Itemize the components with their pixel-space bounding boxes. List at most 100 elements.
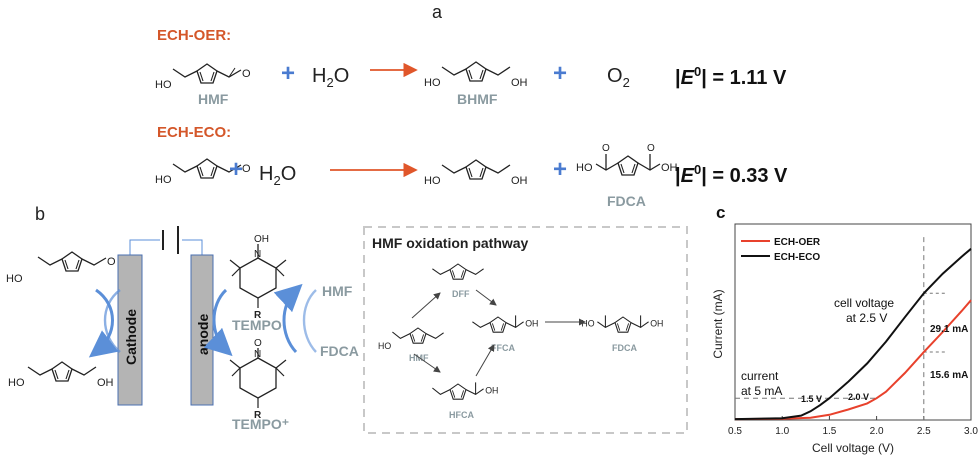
plus-sign: +	[229, 156, 243, 183]
plot-frame	[734, 223, 972, 421]
annotation-15-ma: 15.6 mA	[930, 370, 968, 381]
tempo-structure: OH N R	[229, 234, 287, 321]
current-voltage-chart: 0.5 1.0 1.5 2.0 2.5 3.0 Cell voltage (V) Curr…	[711, 223, 978, 455]
svg-text:HO: HO	[8, 377, 25, 389]
bhmf-label: BHMF	[457, 91, 498, 107]
reduction-arrow	[88, 288, 119, 358]
e0-oer: |E0| = 1.11 V	[675, 64, 787, 89]
svg-text:HO: HO	[424, 175, 441, 187]
svg-text:OH: OH	[254, 234, 269, 245]
bhmf-structure-b: HO OH	[8, 361, 114, 389]
oxidation-arrow	[203, 288, 233, 357]
fdca-structure: O O HO OH	[576, 143, 678, 176]
x-tick-label: 2.5	[917, 426, 931, 437]
cathode-electrode	[117, 254, 143, 406]
plus-sign: +	[553, 156, 567, 183]
svg-text:R: R	[254, 310, 262, 321]
svg-text:OH: OH	[485, 386, 498, 396]
plus-sign: +	[553, 60, 567, 87]
pathway-hfca: OH	[432, 382, 498, 400]
pathway-arrows	[411, 289, 586, 377]
tempo-plus-structure: O N R	[229, 338, 287, 421]
ech-oer-label: ECH-OER:	[157, 27, 231, 44]
svg-text:N: N	[254, 249, 261, 260]
pathway-ffca-label: FFCA	[491, 343, 515, 353]
pathway-hmf: HO	[378, 327, 444, 351]
plus-sign: +	[281, 60, 295, 87]
svg-text:N: N	[254, 349, 261, 360]
svg-text:HO: HO	[576, 162, 593, 174]
water-label-2: H2O	[259, 163, 296, 188]
ech-eco-label: ECH-ECO:	[157, 124, 231, 141]
x-tick-label: 1.5	[822, 426, 836, 437]
pathway-fdca: HO OH	[581, 315, 663, 333]
bhmf-structure: HO OH	[424, 61, 528, 89]
hmf-label: HMF	[198, 91, 229, 107]
svg-text:HO: HO	[378, 341, 391, 351]
pathway-fdca-label: FDCA	[612, 343, 637, 353]
svg-text:OH: OH	[511, 175, 528, 187]
y-axis-label: Current (mA)	[711, 289, 725, 358]
hmf-label-b: HMF	[322, 283, 353, 299]
tempo-plus-label: TEMPO⁺	[232, 416, 289, 432]
legend-oer: ECH-OER	[774, 237, 821, 248]
x-tick-label: 3.0	[964, 426, 978, 437]
svg-text:OH: OH	[650, 319, 663, 329]
oxygen-label: O2	[607, 65, 630, 90]
svg-text:HO: HO	[155, 79, 172, 91]
annotation-current: current	[741, 369, 779, 383]
oxidation-arrow	[302, 289, 317, 353]
svg-text:OH: OH	[97, 377, 114, 389]
hmf-structure-2: HO O	[155, 158, 251, 186]
x-tick-label: 2.0	[870, 426, 884, 437]
pathway-dff-label: DFF	[452, 289, 470, 299]
oxidation-arrow	[273, 283, 303, 354]
pathway-dff	[432, 263, 484, 280]
e0-eco: |E0| = 0.33 V	[675, 162, 788, 187]
pathway-hfca-label: HFCA	[449, 410, 474, 420]
svg-text:O: O	[107, 256, 116, 268]
svg-text:OH: OH	[511, 77, 528, 89]
bhmf-structure-2: HO OH	[424, 159, 528, 187]
svg-text:HO: HO	[6, 273, 23, 285]
cathode-label: Cathode	[123, 309, 139, 365]
svg-text:OH: OH	[661, 162, 678, 174]
fdca-label-b: FDCA	[320, 343, 359, 359]
svg-text:HO: HO	[424, 77, 441, 89]
series-ech-oer	[734, 299, 972, 421]
svg-text:O: O	[242, 68, 251, 80]
annotation-29-ma: 29.1 mA	[930, 324, 968, 335]
svg-text:R: R	[254, 410, 262, 421]
anode-label: anode	[195, 314, 211, 355]
hmf-structure-b: HO O	[6, 251, 116, 285]
pathway-title: HMF oxidation pathway	[372, 235, 529, 251]
panel-a-letter: a	[432, 2, 443, 22]
svg-text:OH: OH	[525, 319, 538, 329]
pathway-ffca: OH	[472, 315, 538, 333]
svg-text:HO: HO	[155, 174, 172, 186]
x-tick-label: 1.0	[775, 426, 789, 437]
x-tick-label: 0.5	[728, 426, 742, 437]
annotation-current-2: at 5 mA	[741, 384, 782, 398]
svg-text:HO: HO	[581, 319, 594, 329]
annotation-1-5-v: 1.5 V	[801, 394, 822, 404]
annotation-cell-voltage: cell voltage	[834, 296, 894, 310]
annotation-cell-voltage-2: at 2.5 V	[846, 311, 887, 325]
pathway-box	[363, 226, 688, 434]
reduction-arrow	[103, 289, 121, 353]
svg-text:O: O	[602, 143, 610, 154]
annotation-2-0-v: 2.0 V	[848, 392, 869, 402]
svg-text:O: O	[254, 338, 262, 349]
x-axis-label: Cell voltage (V)	[812, 441, 894, 455]
fdca-label: FDCA	[607, 193, 646, 209]
svg-text:O: O	[242, 163, 251, 175]
power-source	[129, 239, 203, 256]
hmf-structure: HO O	[155, 63, 251, 91]
water-label: H2O	[312, 65, 349, 90]
svg-text:O: O	[647, 143, 655, 154]
panel-b-letter: b	[35, 204, 45, 224]
tempo-label: TEMPO	[232, 317, 282, 333]
panel-c-letter: c	[716, 203, 725, 222]
legend-eco: ECH-ECO	[774, 252, 820, 263]
